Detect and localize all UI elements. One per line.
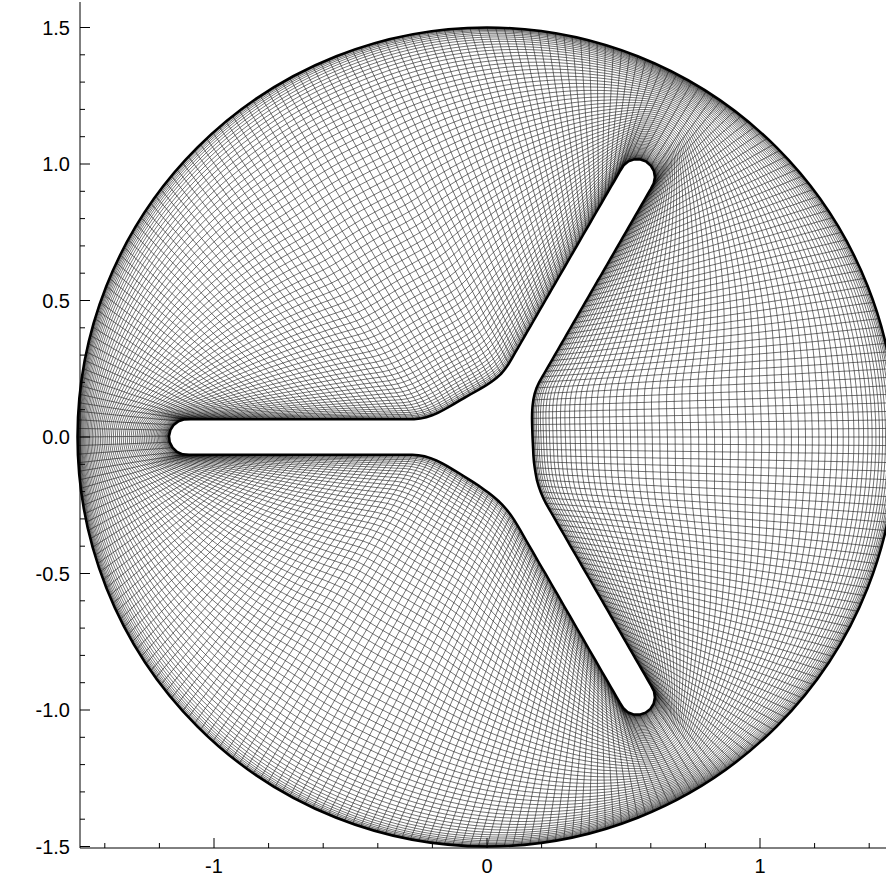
- y-tick: [80, 628, 85, 629]
- tick-label: 0.5: [42, 291, 70, 311]
- y-tick: [80, 82, 85, 83]
- axes: [80, 2, 886, 848]
- tick-label: -1.0: [36, 700, 70, 720]
- y-tick: [80, 764, 85, 765]
- y-tick: [80, 437, 90, 438]
- y-tick: [80, 846, 90, 847]
- y-tick: [80, 546, 85, 547]
- y-tick: [80, 464, 85, 465]
- tick-label: 1: [754, 856, 765, 876]
- x-tick: [377, 843, 378, 848]
- y-tick: [80, 191, 85, 192]
- x-tick: [323, 843, 324, 848]
- y-tick: [80, 136, 85, 137]
- x-tick: [814, 843, 815, 848]
- y-tick: [80, 218, 85, 219]
- y-tick: [80, 491, 85, 492]
- x-tick: [705, 843, 706, 848]
- x-tick: [487, 838, 488, 848]
- y-tick: [80, 27, 90, 28]
- tick-label: 0.0: [42, 427, 70, 447]
- y-tick: [80, 710, 90, 711]
- x-tick: [104, 843, 105, 848]
- x-tick: [159, 843, 160, 848]
- y-tick: [80, 245, 85, 246]
- x-tick: [869, 843, 870, 848]
- y-tick: [80, 655, 85, 656]
- y-tick: [80, 382, 85, 383]
- x-tick: [268, 843, 269, 848]
- y-tick: [80, 409, 85, 410]
- y-tick: [80, 682, 85, 683]
- x-tick: [432, 843, 433, 848]
- tick-label: 1.5: [42, 18, 70, 38]
- body-outline: [169, 159, 655, 714]
- y-tick: [80, 573, 90, 574]
- tick-label: -1: [205, 856, 223, 876]
- y-tick: [80, 737, 85, 738]
- x-tick: [541, 843, 542, 848]
- tick-label: -1.5: [36, 837, 70, 857]
- y-axis: [80, 2, 81, 848]
- mesh-grid: [78, 28, 886, 847]
- tick-label: -0.5: [36, 564, 70, 584]
- y-tick: [80, 518, 85, 519]
- y-tick: [80, 791, 85, 792]
- y-tick: [80, 327, 85, 328]
- y-tick: [80, 273, 85, 274]
- mesh-lines: [78, 28, 886, 847]
- x-tick: [596, 843, 597, 848]
- y-tick: [80, 819, 85, 820]
- y-tick: [80, 109, 85, 110]
- outer-boundary: [78, 28, 886, 847]
- tick-label: 1.0: [42, 154, 70, 174]
- y-tick: [80, 600, 85, 601]
- y-tick: [80, 300, 90, 301]
- x-axis: [80, 848, 886, 849]
- tick-label: 0: [481, 856, 492, 876]
- x-tick: [760, 838, 761, 848]
- x-tick: [214, 838, 215, 848]
- y-tick: [80, 355, 85, 356]
- x-tick: [650, 843, 651, 848]
- y-tick: [80, 54, 85, 55]
- y-tick: [80, 164, 90, 165]
